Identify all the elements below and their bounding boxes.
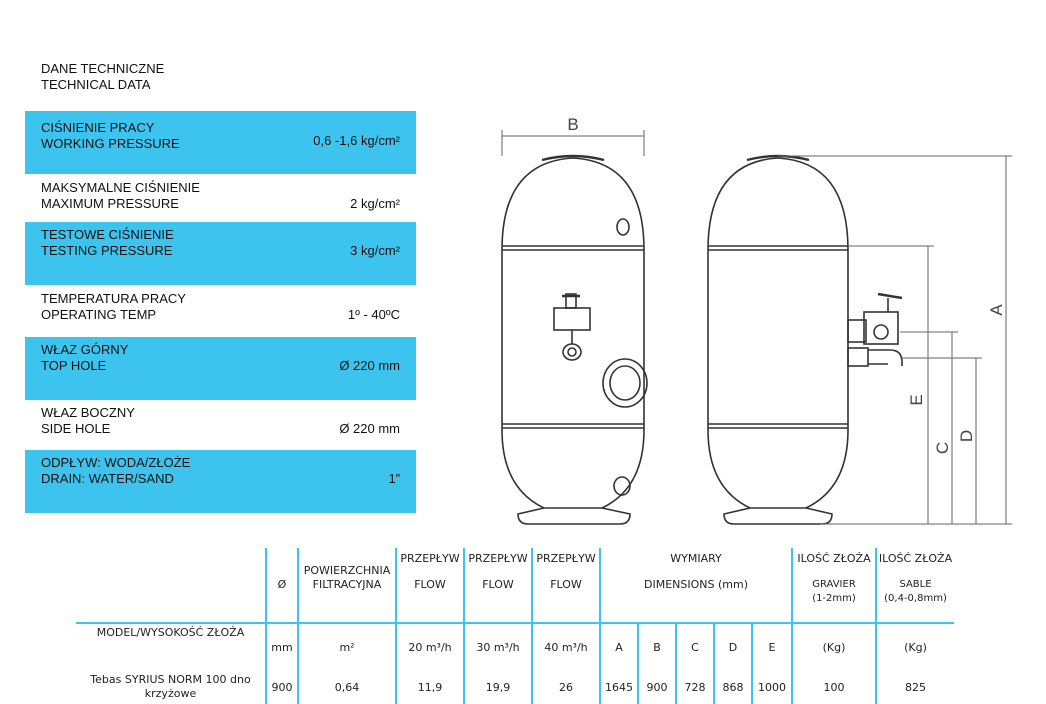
spec-label-pl: ODPŁYW: WODA/ZŁOŻE [41,455,191,470]
value-flow-40: 26 [531,670,600,704]
spec-label-en: TOP HOLE [41,358,107,373]
spec-value: Ø 220 mm [339,358,400,373]
front-multiport-valve [553,293,591,361]
value-sand: 825 [875,670,954,704]
spec-value: 3 kg/cm² [350,243,400,258]
spec-label-en: WORKING PRESSURE [41,136,180,151]
header-model-spacer [76,548,266,623]
dimension-label-a: A [987,304,1006,316]
spec-label-pl: CIŚNIENIE PRACY [41,120,155,135]
spec-value: 1” [388,471,400,486]
unit-flow-30: 30 m³/h [463,622,532,670]
spec-label-pl: MAKSYMALNE CIŚNIENIE [41,180,200,195]
heading-en: TECHNICAL DATA [41,77,151,92]
unit-dim-b: B [637,622,676,670]
dimension-lines [501,130,1012,525]
value-dim-c: 728 [675,670,714,704]
model-label: MODEL/WYSOKOŚĆ ZŁOŻA [76,622,266,670]
value-flow-20: 11,9 [395,670,464,704]
spec-label-en: SIDE HOLE [41,421,111,436]
side-multiport-valve [847,292,903,367]
unit-sand: (Kg) [875,622,954,670]
spec-value: Ø 220 mm [339,421,400,436]
unit-flow-40: 40 m³/h [531,622,600,670]
value-dim-e: 1000 [751,670,792,704]
spec-label-pl: TESTOWE CIŚNIENIE [41,227,174,242]
spec-label-en: MAXIMUM PRESSURE [41,196,179,211]
filter-technical-drawing: B A E C D [501,115,1012,525]
value-dim-a: 1645 [599,670,638,704]
spec-label-pl: WŁAZ BOCZNY [41,405,135,420]
dimension-label-d: D [957,430,976,442]
value-gravel: 100 [791,670,876,704]
header-diameter: Ø [265,548,298,623]
spec-label-pl: TEMPERATURA PRACY [41,291,186,306]
value-flow-30: 19,9 [463,670,532,704]
unit-dim-c: C [675,622,714,670]
spec-label-en: TESTING PRESSURE [41,243,173,258]
spec-value: 1º - 40ºC [347,307,400,322]
spec-value: 2 kg/cm² [350,196,400,211]
value-dim-b: 900 [637,670,676,704]
value-surface: 0,64 [297,670,396,704]
value-diameter: 900 [265,670,298,704]
spec-label-en: DRAIN: WATER/SAND [41,471,174,486]
unit-gravel: (Kg) [791,622,876,670]
unit-dim-a: A [599,622,638,670]
spec-label-en: OPERATING TEMP [41,307,157,322]
unit-diameter: mm [265,622,298,670]
spec-value: 0,6 -1,6 kg/cm² [313,133,400,148]
front-drain [613,476,631,496]
heading-pl: DANE TECHNICZNE [41,61,165,76]
dimension-label-b: B [567,115,578,134]
dimension-label-e: E [907,394,926,405]
section-heading: DANE TECHNICZNE TECHNICAL DATA [41,61,164,93]
front-side-hole [602,358,648,408]
dimension-label-c: C [933,442,952,454]
side-view-tank [707,154,903,525]
spec-label-pl: WŁAZ GÓRNY [41,342,129,357]
unit-dim-d: D [713,622,752,670]
unit-dim-e: E [751,622,792,670]
unit-surface: m² [297,622,396,670]
unit-flow-20: 20 m³/h [395,622,464,670]
front-view-tank [501,154,648,525]
table-units-row: MODEL/WYSOKOŚĆ ZŁOŻA mm m² 20 m³/h 30 m³… [76,622,954,670]
value-dim-d: 868 [713,670,752,704]
